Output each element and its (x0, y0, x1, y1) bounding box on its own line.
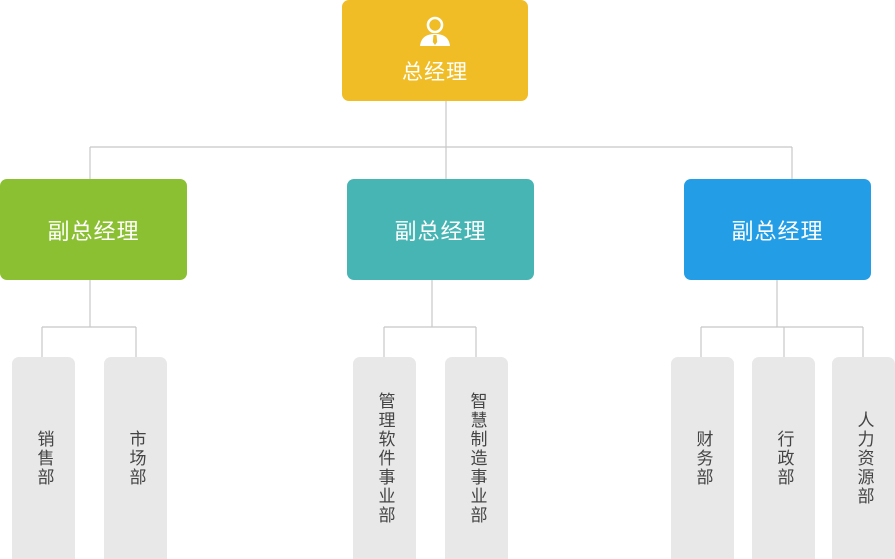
department-node: 管理软件事业部 (353, 357, 416, 559)
department-label: 智慧制造事业部 (466, 391, 487, 525)
vp-title: 副总经理 (47, 219, 140, 245)
department-label: 管理软件事业部 (374, 391, 395, 525)
department-label: 销售部 (33, 429, 54, 487)
department-node: 行政部 (752, 357, 815, 559)
department-node: 人力资源部 (832, 357, 895, 559)
department-node: 销售部 (12, 357, 75, 559)
department-node: 市场部 (104, 357, 167, 559)
ceo-node: 总经理 (342, 0, 528, 101)
ceo-title: 总经理 (402, 60, 468, 84)
department-label: 市场部 (125, 429, 146, 487)
department-node: 智慧制造事业部 (445, 357, 508, 559)
vp-title: 副总经理 (394, 219, 487, 245)
department-label: 财务部 (692, 429, 713, 487)
department-label: 行政部 (773, 429, 794, 487)
vp-title: 副总经理 (731, 219, 824, 245)
department-node: 财务部 (671, 357, 734, 559)
vp-node-middle: 副总经理 (347, 179, 534, 280)
vp-node-right: 副总经理 (684, 179, 871, 280)
department-label: 人力资源部 (853, 410, 874, 506)
vp-node-left: 副总经理 (0, 179, 187, 280)
person-icon (418, 15, 452, 52)
